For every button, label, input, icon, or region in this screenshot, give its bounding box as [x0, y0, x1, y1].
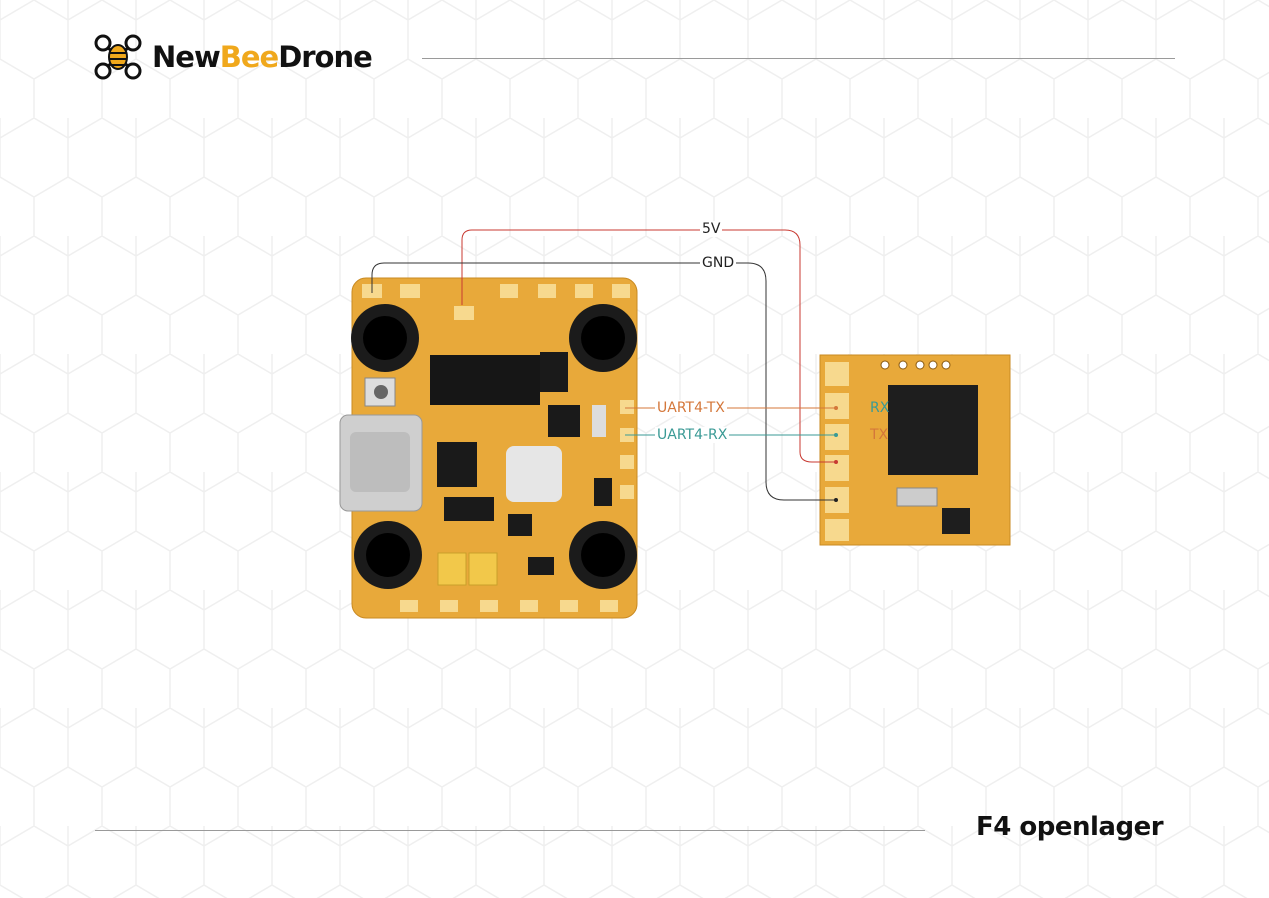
- product-title: F4 openlager: [976, 812, 1164, 842]
- flight-controller-board: [339, 277, 638, 619]
- label-5v: 5V: [700, 221, 723, 237]
- header-divider: [422, 58, 1175, 59]
- footer-divider: [95, 830, 925, 831]
- label-gnd: GND: [700, 255, 737, 271]
- label-uart4-rx: UART4-RX: [655, 427, 730, 443]
- pin-label-rx: RX: [870, 400, 890, 416]
- pin-label-tx: TX: [870, 427, 889, 443]
- drone-bee-icon: [94, 34, 142, 80]
- brand-name: NewBeeDrone: [152, 40, 373, 74]
- brand-logo: NewBeeDrone: [94, 34, 373, 80]
- label-uart4-tx: UART4-TX: [655, 400, 727, 416]
- wire-gnd: [371, 262, 836, 501]
- wire-5v: [461, 229, 836, 463]
- openlager-board: [819, 354, 1011, 546]
